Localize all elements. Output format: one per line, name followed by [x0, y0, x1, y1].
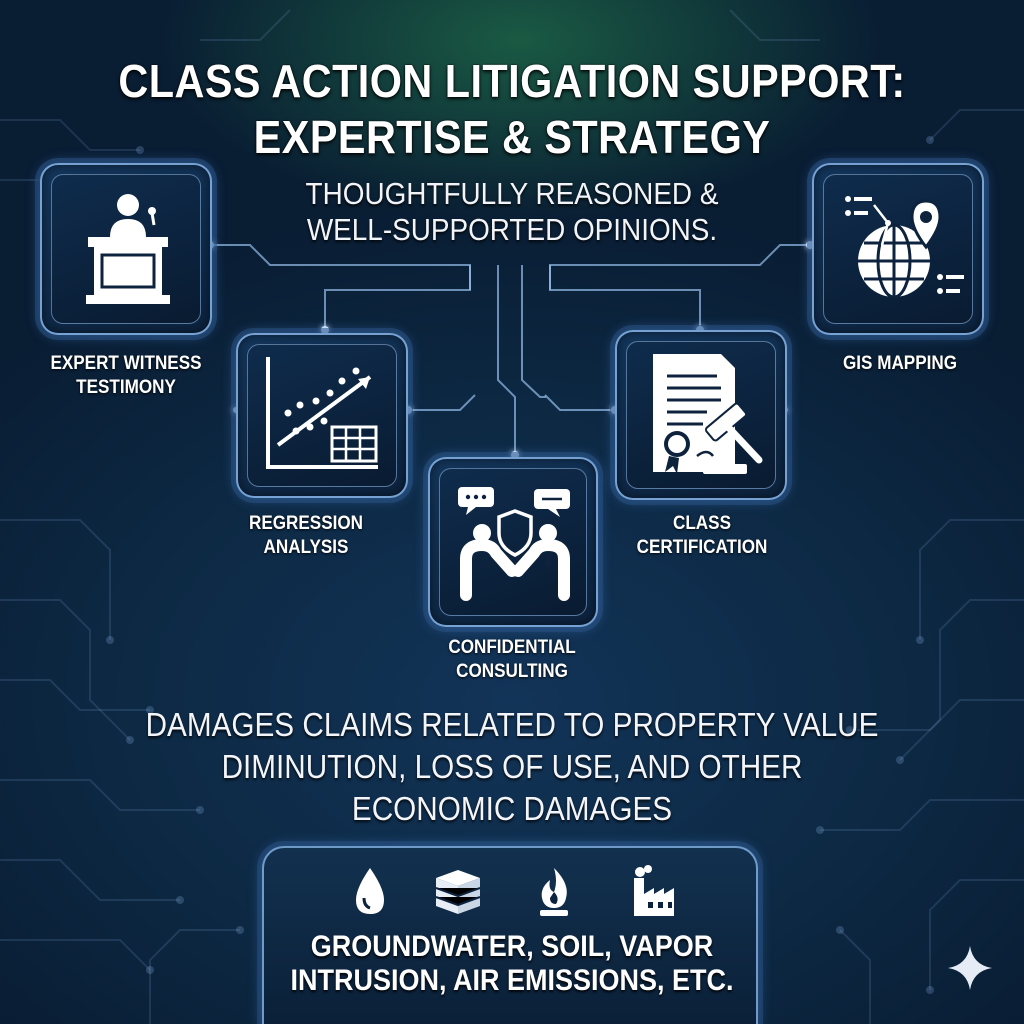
subtitle-line2: WELL-SUPPORTED OPINIONS.: [306, 212, 718, 247]
contaminants-line2: INTRUSION, AIR EMISSIONS, ETC.: [290, 964, 734, 997]
gis-label: GIS MAPPING: [842, 353, 958, 374]
soil-layers-icon: [435, 870, 481, 914]
class-cert-label-line2: CERTIFICATION: [636, 537, 768, 558]
class-certification-card: [615, 330, 787, 500]
podium-speaker-icon: [86, 194, 170, 304]
confidential-consulting-card: [428, 457, 598, 627]
factory-icon: [634, 865, 674, 916]
damages-text: DAMAGES CLAIMS RELATED TO PROPERTY VALUE…: [51, 704, 973, 830]
contaminants-panel: [262, 846, 758, 1024]
contaminants-line1: GROUNDWATER, SOIL, VAPOR: [310, 930, 714, 963]
page-title-line2: EXPERTISE & STRATEGY: [253, 111, 771, 163]
certificate-gavel-icon: [653, 354, 763, 474]
globe-location-icon: [845, 196, 964, 299]
regression-analysis-card: [236, 333, 408, 498]
scatter-chart-icon: [266, 357, 378, 469]
consulting-label-line2: CONSULTING: [456, 661, 568, 682]
regression-label-line1: REGRESSION: [248, 513, 364, 534]
sparkle-icon: [948, 946, 992, 990]
expert-witness-label-line2: TESTIMONY: [76, 377, 176, 398]
class-cert-label-line1: CLASS: [673, 513, 731, 534]
regression-label-line2: ANALYSIS: [263, 537, 349, 558]
flame-icon: [540, 868, 568, 916]
page-title-line1: CLASS ACTION LITIGATION SUPPORT:: [118, 55, 906, 107]
expert-witness-label-line1: EXPERT WITNESS: [50, 353, 202, 374]
consulting-label-line1: CONFIDENTIAL: [448, 637, 576, 658]
water-drop-icon: [356, 868, 384, 914]
gis-mapping-card: [812, 163, 984, 335]
damages-line3: ECONOMIC DAMAGES: [351, 790, 673, 827]
damages-line2: DIMINUTION, LOSS OF USE, AND OTHER: [221, 748, 803, 785]
damages-line1: DAMAGES CLAIMS RELATED TO PROPERTY VALUE: [145, 706, 879, 743]
subtitle-line1: THOUGHTFULLY REASONED &: [305, 176, 719, 211]
expert-witness-card: [40, 163, 212, 335]
handshake-shield-icon: [458, 487, 570, 601]
